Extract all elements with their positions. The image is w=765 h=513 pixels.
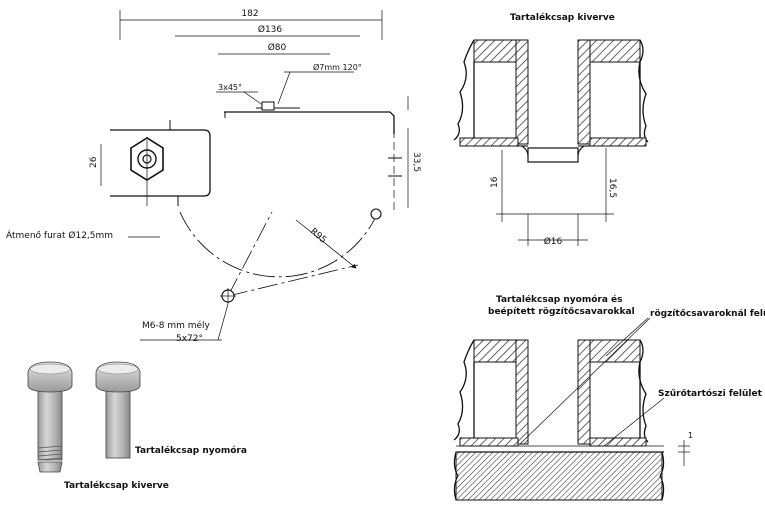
note-bolt: M6-8 mm mély bbox=[142, 320, 211, 331]
section-top: Tartalékcsap kiverve 16 16,5 Ø16 bbox=[453, 12, 649, 247]
section-bottom-title-2: beépített rögzítőcsavarokkal bbox=[488, 306, 635, 317]
dim-section-left: 16 bbox=[490, 176, 500, 188]
dim-countersink: Ø7mm 120° bbox=[313, 62, 362, 72]
dim-height-left: 26 bbox=[89, 156, 99, 168]
pin-retracted bbox=[95, 361, 141, 459]
dim-section-bottom: Ø16 bbox=[544, 236, 563, 247]
section-bottom-title-1: Tartalékcsap nyomóra és bbox=[496, 294, 623, 305]
label-top-surface: rögzítőcsavaroknál felület bbox=[650, 309, 765, 319]
section-bottom: Tartalékcsap nyomóra és beépített rögzít… bbox=[453, 294, 765, 501]
note-hole: Átmenő furat Ø12,5mm bbox=[6, 229, 113, 241]
dim-d2: Ø80 bbox=[268, 42, 287, 53]
pin-retracted-label: Tartalékcsap nyomóra bbox=[135, 445, 247, 456]
label-mid-surface: Szűrőtartószi felület bbox=[658, 388, 763, 399]
dim-overall: 182 bbox=[241, 9, 258, 19]
section-top-title: Tartalékcsap kiverve bbox=[510, 12, 615, 23]
left-top-view: 182 Ø136 Ø80 3x45° Ø7mm 120° 33,5 bbox=[6, 9, 421, 344]
dim-section-right: 16,5 bbox=[607, 178, 617, 198]
pin-extended-label: Tartalékcsap kiverve bbox=[64, 480, 169, 491]
note-angle: 5x72° bbox=[176, 334, 203, 344]
dim-gap: 1 bbox=[688, 431, 693, 440]
dim-height-right: 33,5 bbox=[411, 152, 421, 172]
dim-chamfer: 3x45° bbox=[218, 83, 242, 92]
pin-extended bbox=[27, 361, 73, 473]
dim-d1: Ø136 bbox=[258, 24, 283, 35]
